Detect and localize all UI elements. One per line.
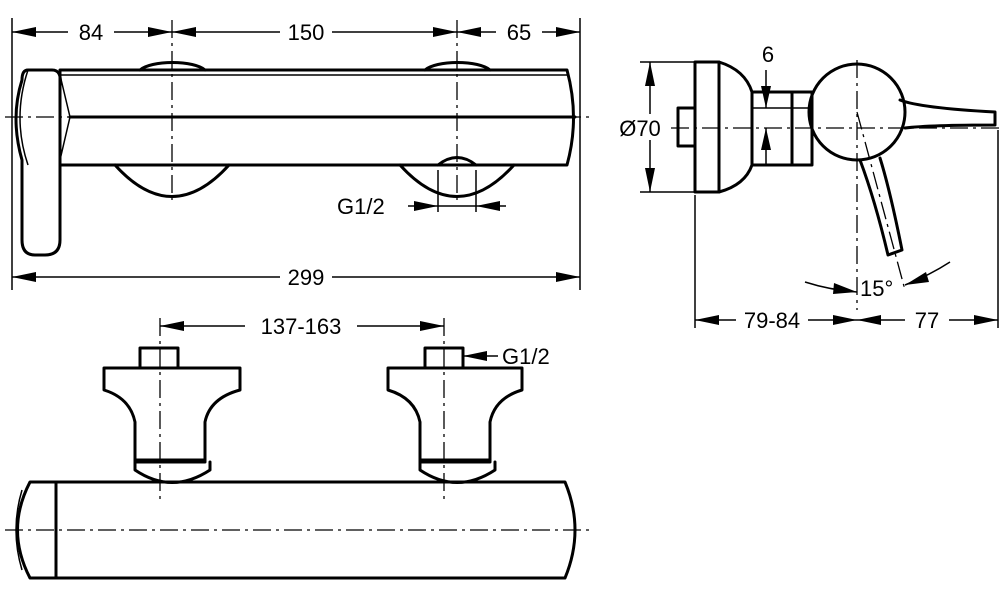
arrow-150-r (433, 27, 457, 37)
arrow-77-l (857, 315, 881, 325)
dim-label-65: 65 (507, 20, 531, 45)
arrow-g12-a (414, 201, 438, 211)
dim-label-299: 299 (288, 265, 325, 290)
arrow-84-l (12, 27, 36, 37)
plan-view: 137-163 G1/2 (5, 312, 590, 580)
dim-label-79-84: 79-84 (744, 308, 800, 333)
lever-handle (14, 68, 62, 257)
arrow-150-l (172, 27, 196, 37)
arrow-6-bot (761, 128, 771, 150)
arrow-84-r (148, 27, 172, 37)
side-lever-right (898, 98, 997, 130)
dim-label-g12-bottom: G1/2 (502, 344, 550, 369)
arrow-137-l (160, 321, 184, 331)
side-view: Ø70 6 79-84 77 15° (615, 42, 1000, 333)
plan-body (54, 480, 577, 580)
right-rose-lower (398, 163, 516, 198)
arrow-d70-bot (645, 168, 655, 192)
arrow-65-r (556, 27, 580, 37)
arrow-15-r (905, 272, 929, 285)
plan-lever (16, 480, 58, 580)
dim-label-g12-top: G1/2 (337, 194, 385, 219)
side-flare (717, 60, 754, 194)
plan-left-flange (102, 366, 242, 464)
mixer-body (58, 68, 575, 167)
arrow-79-84-r (833, 315, 857, 325)
dim-label-137-163: 137-163 (261, 314, 342, 339)
arrow-15-l (833, 283, 857, 294)
plan-right-base (418, 460, 497, 484)
lever-edge (19, 69, 29, 166)
left-rose-lower (113, 163, 231, 198)
plan-left-base (133, 460, 212, 484)
arrow-g12-bottom (463, 351, 487, 361)
dim-label-84: 84 (79, 20, 103, 45)
arrow-299-l (12, 272, 36, 282)
arrow-65-l (457, 27, 481, 37)
front-view: 84 150 65 299 G1/2 (5, 18, 590, 290)
dim-label-77: 77 (915, 308, 939, 333)
dim-label-150: 150 (288, 20, 325, 45)
side-lever-down (858, 156, 904, 257)
dim-label-d70: Ø70 (619, 116, 661, 141)
arrow-d70-top (645, 62, 655, 86)
dim-label-6: 6 (762, 42, 774, 67)
dim-label-15: 15° (860, 276, 893, 301)
side-nut (676, 106, 697, 148)
arrow-299-r (556, 272, 580, 282)
arrow-g12-b (476, 201, 500, 211)
wall-plate (693, 60, 721, 194)
arrow-137-r (420, 321, 444, 331)
arrow-79-84-l (695, 315, 719, 325)
plan-left-nut (138, 346, 180, 370)
arrow-6-top (761, 86, 771, 108)
plan-right-flange (386, 366, 524, 464)
arrow-77-r (974, 315, 998, 325)
